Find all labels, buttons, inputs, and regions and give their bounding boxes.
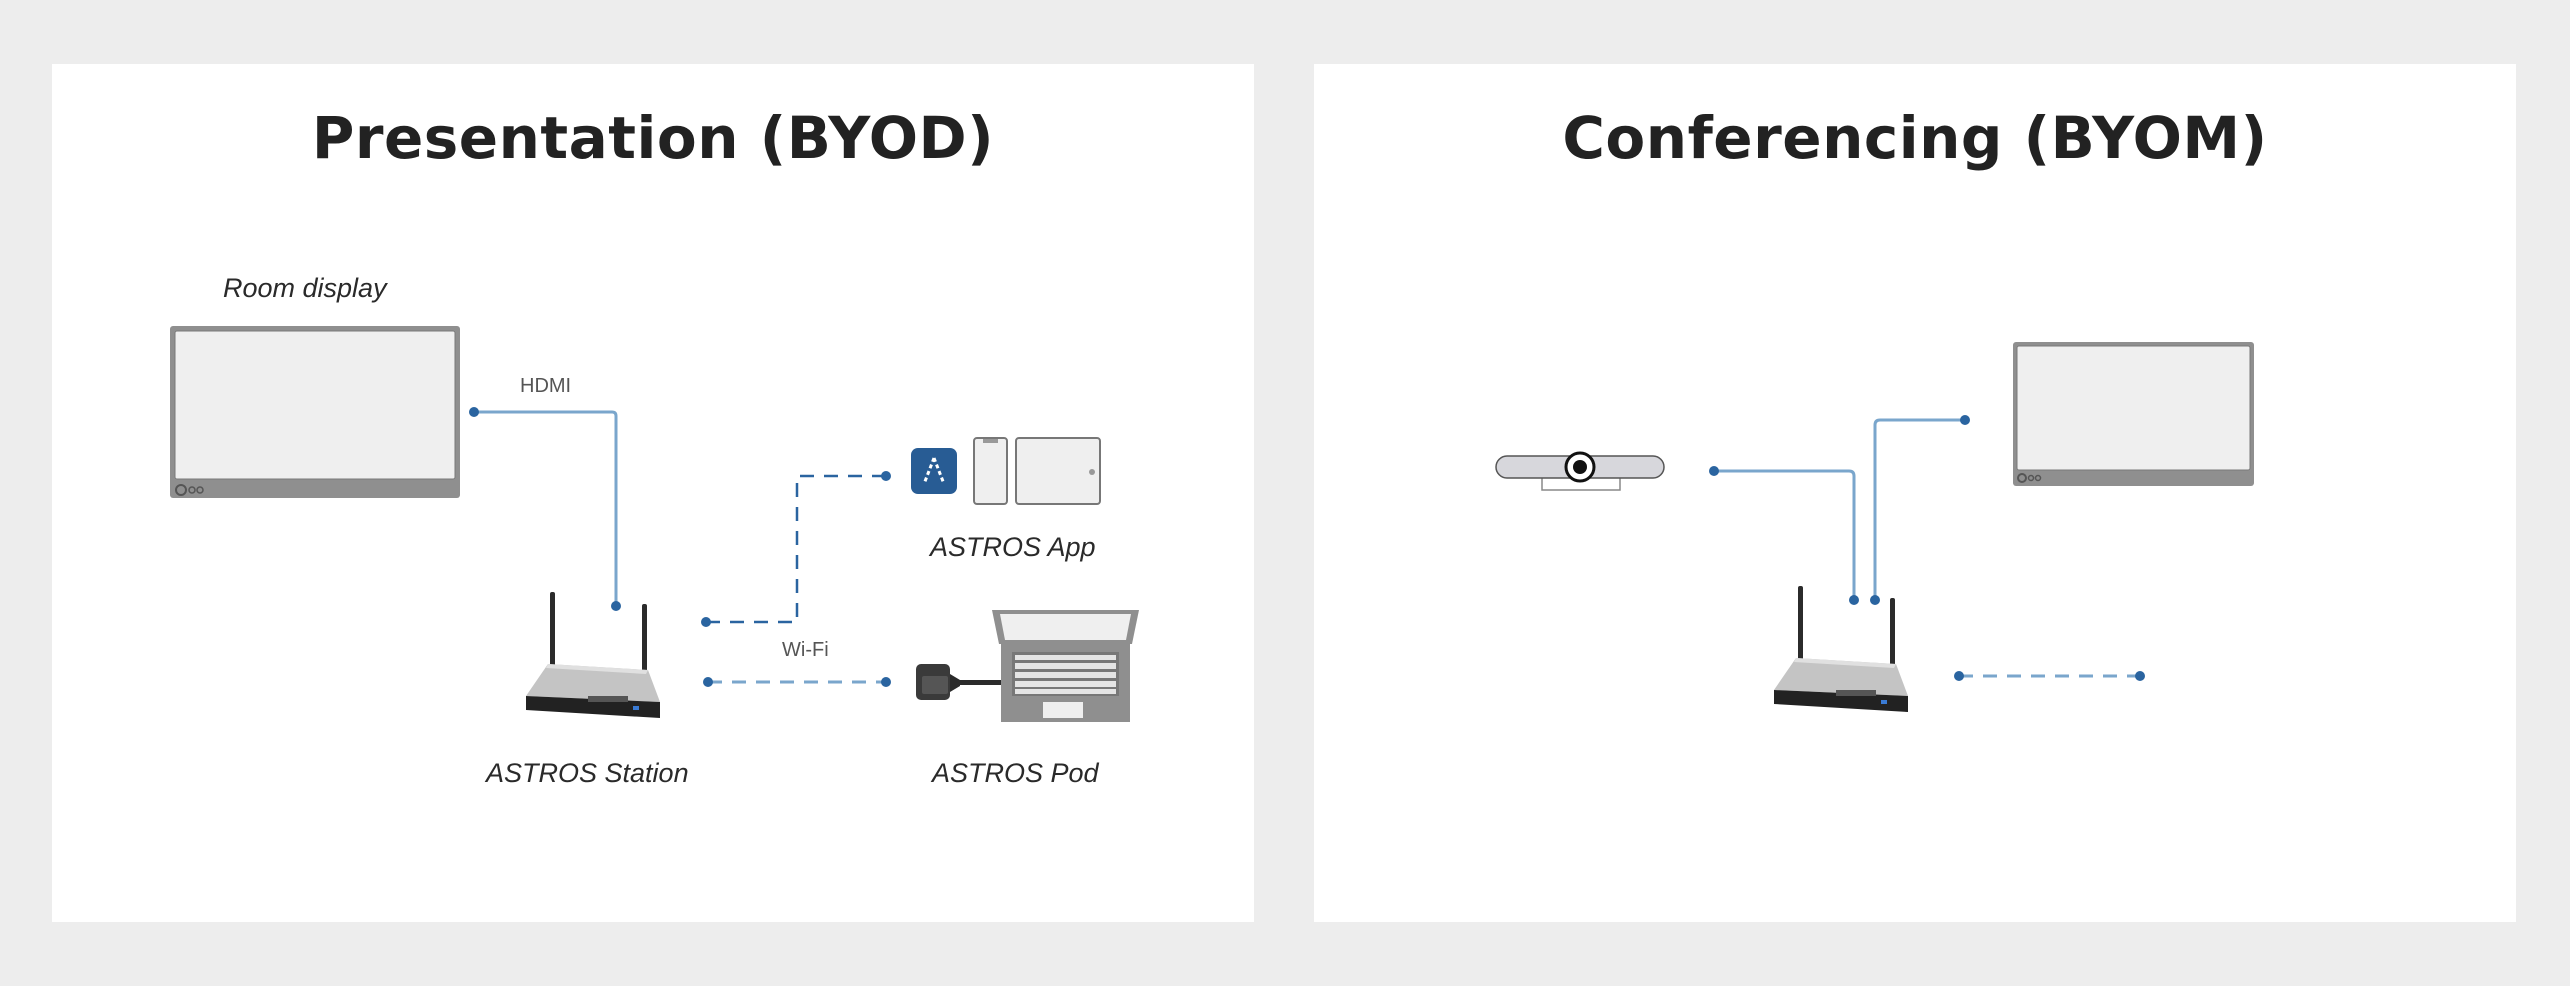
room-display-icon: [2013, 342, 2254, 486]
connection-label-wifi: Wi-Fi: [782, 639, 829, 661]
astros-station-icon: [1774, 586, 1908, 712]
usb-link: [1709, 466, 1859, 605]
camera-bar-icon: [1495, 451, 1665, 491]
connection-label-hdmi: HDMI: [520, 375, 572, 397]
conferencing-diagram: [1495, 342, 2254, 712]
astros-pod-icon: [916, 664, 1002, 700]
node-label-astros-station: ASTROS Station: [486, 758, 689, 788]
astros-app-icon: [911, 448, 957, 494]
presentation-panel: Presentation (BYOD): [52, 64, 1254, 922]
wifi-link-pod: [703, 677, 891, 687]
hdmi-link: [1870, 415, 1970, 605]
node-label-astros-app: ASTROS App: [930, 532, 1096, 562]
node-label-astros-pod: ASTROS Pod: [932, 758, 1099, 788]
wifi-link-app: [701, 471, 891, 627]
tablet-icon: [1015, 437, 1101, 505]
laptop-icon: [992, 610, 1139, 722]
wifi-link: [1954, 671, 2145, 681]
conferencing-panel: Conferencing (BYOM): [1314, 64, 2516, 922]
phone-icon: [973, 437, 1008, 505]
panel-title: Conferencing (BYOM): [1562, 104, 2268, 172]
room-display-icon: [170, 326, 460, 498]
panel-title: Presentation (BYOD): [311, 104, 995, 172]
hdmi-link: [469, 407, 621, 611]
node-label-room-display: Room display: [223, 273, 387, 303]
presentation-diagram: [170, 326, 1139, 722]
astros-station-icon: [526, 592, 660, 718]
